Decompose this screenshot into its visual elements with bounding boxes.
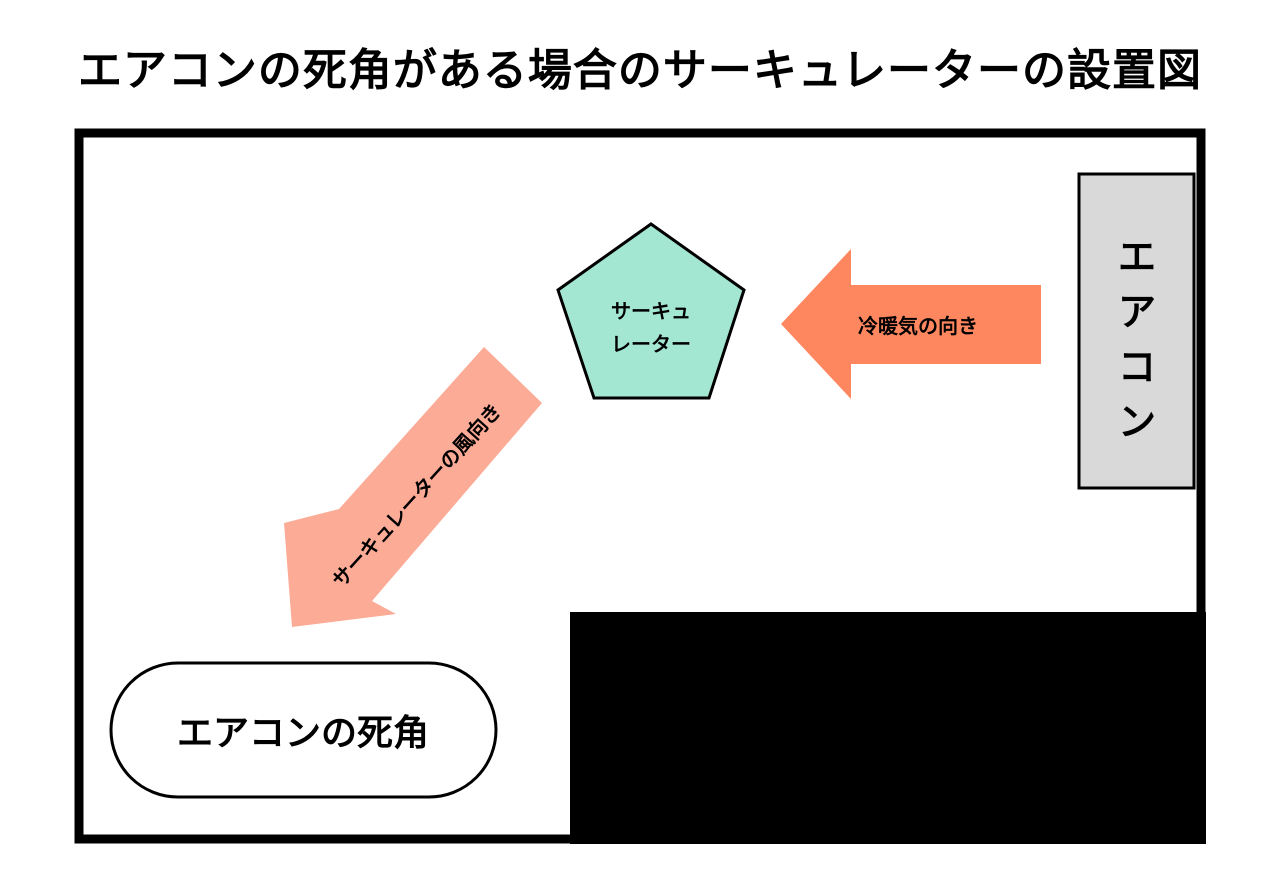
aircon-label-char: ア bbox=[1118, 290, 1156, 334]
circulator-label-line2: レーター bbox=[611, 332, 691, 356]
circulator-wind-arrow-shape bbox=[284, 347, 542, 627]
blind-spot-pill bbox=[109, 661, 498, 799]
circulator-wind-arrow: サーキュレーターの風向き bbox=[284, 347, 542, 627]
aircon-unit: エ ア コ ン bbox=[1077, 172, 1196, 490]
circulator-label-line1: サーキュ bbox=[611, 299, 691, 323]
blind-spot-label: エアコンの死角 bbox=[177, 713, 429, 754]
page-title: エアコンの死角がある場合のサーキュレーターの設置図 bbox=[77, 45, 1203, 96]
aircon-label-char: コ bbox=[1118, 345, 1156, 389]
aircon-air-arrow: 冷暖気の向き bbox=[781, 249, 1041, 399]
aircon-air-arrow-label: 冷暖気の向き bbox=[858, 314, 978, 338]
obstacle-block bbox=[570, 612, 1206, 844]
circulator-shape bbox=[556, 222, 746, 400]
aircon-box bbox=[1077, 172, 1196, 490]
aircon-label-char: エ bbox=[1118, 235, 1156, 279]
blind-spot: エアコンの死角 bbox=[109, 661, 498, 799]
circulator: サーキュ レーター bbox=[556, 222, 746, 400]
aircon-label-char: ン bbox=[1118, 400, 1156, 444]
aircon-air-arrow-shape bbox=[781, 249, 1041, 399]
